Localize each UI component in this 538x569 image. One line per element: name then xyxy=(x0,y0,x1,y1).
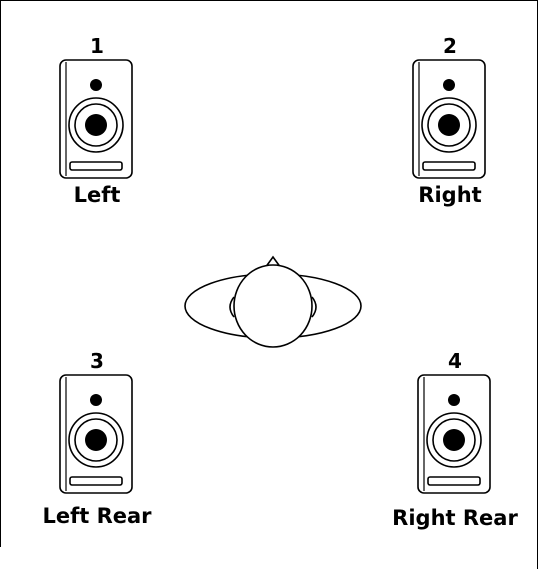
speaker-label: Left xyxy=(73,183,121,207)
speaker-number: 1 xyxy=(90,34,104,58)
speaker-icon xyxy=(59,59,133,179)
listener-head-icon xyxy=(184,255,362,348)
speaker-right: 2 Right xyxy=(380,34,520,208)
speaker-number: 4 xyxy=(448,349,462,373)
speaker-icon xyxy=(417,374,491,494)
speaker-label: Right Rear xyxy=(392,506,518,530)
speaker-number: 3 xyxy=(90,349,104,373)
speaker-label: Left Rear xyxy=(42,504,152,528)
speaker-left-rear: 3 Left Rear xyxy=(27,349,167,529)
speaker-label: Right xyxy=(418,183,482,207)
speaker-left: 1 Left xyxy=(27,34,167,208)
speaker-number: 2 xyxy=(443,34,457,58)
speaker-right-rear: 4 Right Rear xyxy=(385,349,525,531)
speaker-icon xyxy=(412,59,486,179)
speaker-icon xyxy=(59,374,133,494)
